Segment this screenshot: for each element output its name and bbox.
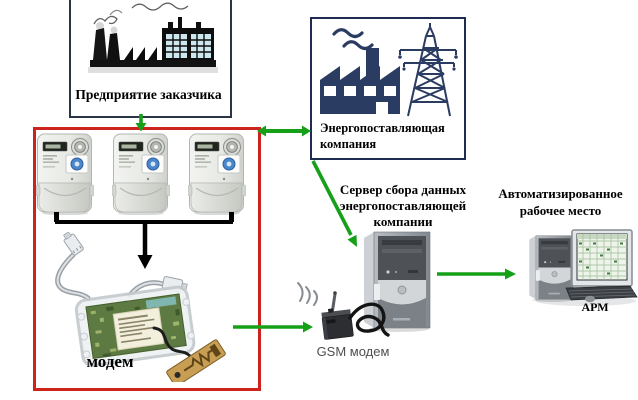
keyboard: [565, 285, 638, 301]
modem-device-icon: [55, 232, 226, 382]
arrow-customer-to-meters: [135, 114, 147, 132]
meters-red-frame: [33, 127, 261, 391]
gsm-modem-device-icon: [297, 282, 354, 340]
arrow-meters-energy-bidirectional: [257, 125, 311, 137]
meters-bus-bracket: [54, 212, 234, 269]
factory-sketch-icon: [88, 2, 218, 73]
server-label-line3: компании: [373, 214, 433, 229]
arrow-energy-to-server: [311, 160, 357, 247]
workstation-label-line2: рабочее место: [519, 203, 602, 218]
server-label-line2: энергопоставляющей: [339, 198, 467, 213]
customer-label: Предприятие заказчика: [75, 87, 222, 102]
gsm-label: GSM модем: [316, 344, 390, 359]
power-company-icon: [320, 23, 458, 117]
arrow-server-to-workstation: [437, 268, 516, 280]
energy-label-line1: Энергопоставляющая: [320, 121, 445, 135]
workstation-computer-icon: [528, 229, 638, 306]
signal-waves-icon: [297, 282, 318, 306]
monitor: [571, 229, 633, 297]
arrow-modem-to-gsm: [233, 321, 313, 333]
energy-label-line2: компания: [320, 137, 377, 151]
server-label-line1: Сервер сбора данных: [339, 182, 467, 197]
modem-label: модем: [86, 352, 134, 371]
workstation-label-line1: Автоматизированное: [498, 186, 623, 201]
arm-caption: АРМ: [581, 300, 609, 314]
